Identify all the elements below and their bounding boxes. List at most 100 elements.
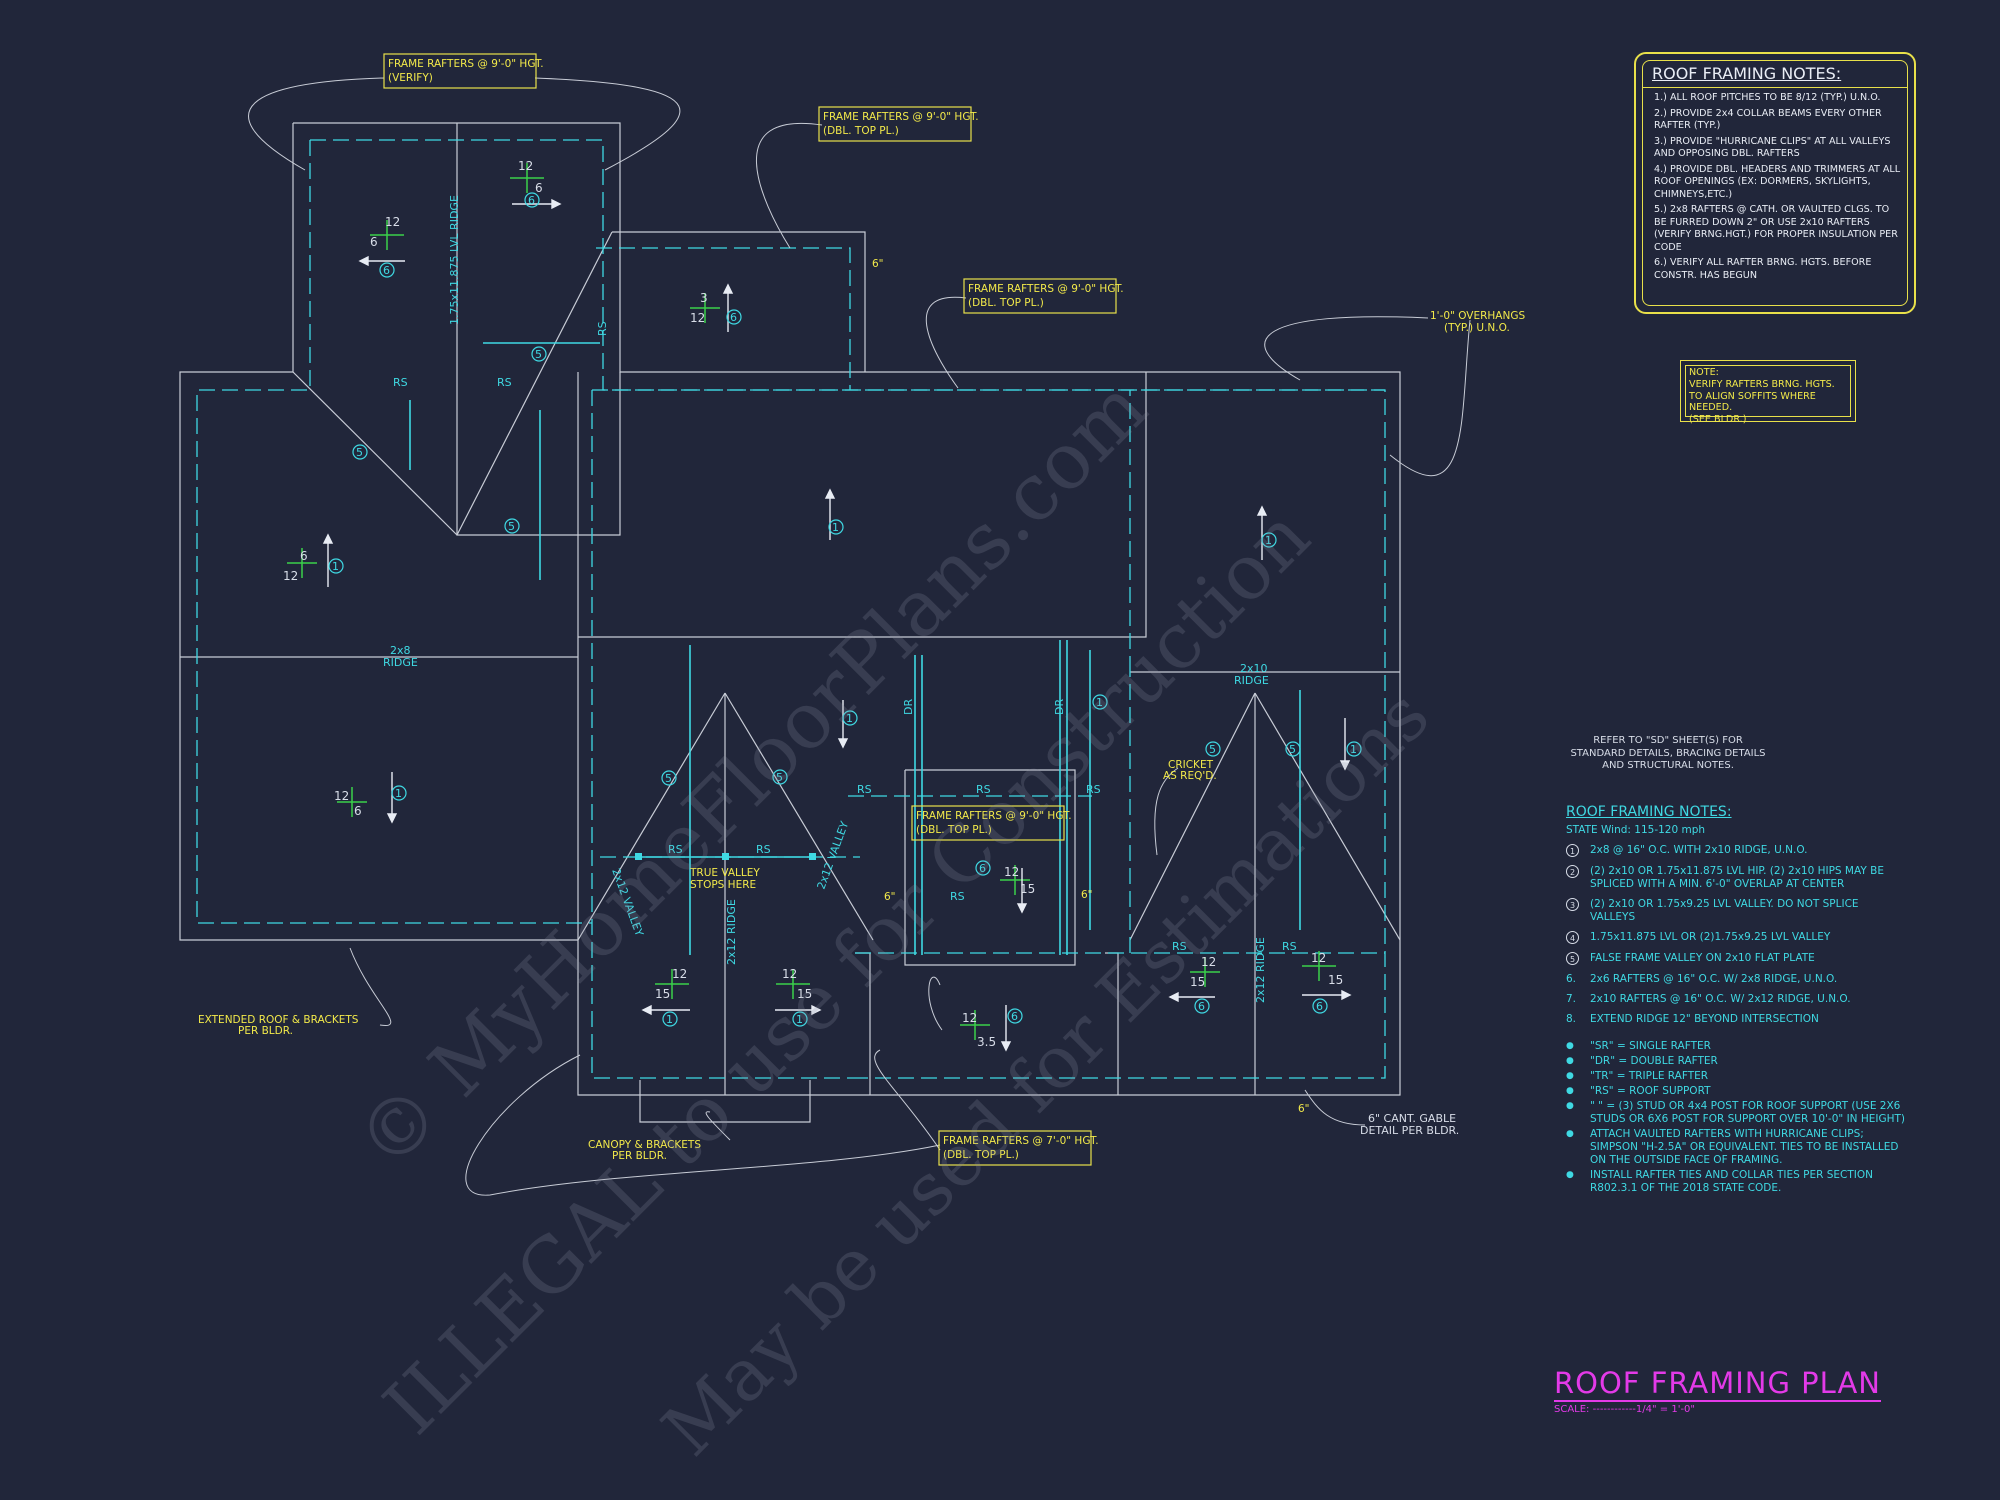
bullet-icon: ●	[1566, 1056, 1574, 1066]
svg-text:15: 15	[1190, 975, 1205, 989]
svg-text:6: 6	[383, 264, 390, 277]
note-item: 6.) VERIFY ALL RAFTER BRNG. HGTS. BEFORE…	[1654, 257, 1872, 281]
svg-text:6": 6"	[884, 891, 896, 903]
svg-text:5: 5	[776, 771, 783, 784]
svg-text:15: 15	[1328, 973, 1343, 987]
legend-item: 7. 2x10 RAFTERS @ 16" O.C. W/ 2x12 RIDGE…	[1566, 993, 1906, 1006]
svg-text:5: 5	[665, 772, 672, 785]
legend-text: (2) 2x10 OR 1.75x9.25 LVL VALLEY. DO NOT…	[1590, 898, 1859, 923]
svg-text:6: 6	[1198, 1000, 1205, 1013]
notes-inner-border	[1642, 60, 1908, 306]
legend-item: 6. 2x6 RAFTERS @ 16" O.C. W/ 2x8 RIDGE, …	[1566, 973, 1906, 986]
verify-note-text: NOTE: VERIFY RAFTERS BRNG. HGTS. TO ALIG…	[1689, 367, 1855, 426]
legend-text: 2x10 RAFTERS @ 16" O.C. W/ 2x12 RIDGE, U…	[1590, 993, 1851, 1005]
svg-text:12: 12	[690, 311, 705, 325]
legend-text: (2) 2x10 OR 1.75x11.875 LVL HIP. (2) 2x1…	[1590, 865, 1884, 890]
svg-text:12: 12	[672, 967, 687, 981]
rs-labels: RS RS RS RS RS RS RS RS RS RS RS	[393, 321, 1297, 953]
verify-note-inner-border	[1685, 365, 1851, 417]
svg-text:12: 12	[1004, 865, 1019, 879]
legend-num: 8.	[1566, 1013, 1577, 1025]
svg-text:6: 6	[730, 311, 737, 324]
refer-sd-note: REFER TO "SD" SHEET(S) FOR STANDARD DETA…	[1570, 735, 1766, 771]
legend-item: 8. EXTEND RIDGE 12" BEYOND INTERSECTION	[1566, 1013, 1906, 1026]
svg-text:RS: RS	[950, 890, 965, 903]
legend-abbreviations: ●"SR" = SINGLE RAFTER ●"DR" = DOUBLE RAF…	[1566, 1040, 1906, 1195]
legend-text: 2x6 RAFTERS @ 16" O.C. W/ 2x8 RIDGE, U.N…	[1590, 973, 1838, 985]
legend-text: 2x8 @ 16" O.C. WITH 2x10 RIDGE, U.N.O.	[1590, 844, 1808, 856]
callout-frame-7-dbl: FRAME RAFTERS @ 7'-0" HGT. (DBL. TOP PL.…	[938, 1130, 1099, 1166]
svg-text:RS: RS	[596, 321, 609, 336]
valley-points	[635, 853, 816, 860]
svg-text:6: 6	[1011, 1010, 1018, 1023]
svg-text:5: 5	[1209, 743, 1216, 756]
legend-bullet: ●"TR" = TRIPLE RAFTER	[1566, 1070, 1709, 1082]
svg-text:1: 1	[846, 712, 853, 725]
dr-labels: DR DR	[902, 699, 1066, 715]
extended-roof-note: EXTENDED ROOF & BRACKETS PER BLDR.	[198, 1014, 359, 1037]
svg-text:1: 1	[332, 560, 339, 573]
verify-note-line: TO ALIGN SOFFITS WHERE NEEDED.	[1689, 390, 1816, 414]
legend-item: 1 2x8 @ 16" O.C. WITH 2x10 RIDGE, U.N.O.	[1566, 844, 1906, 858]
legend-num: 6.	[1566, 973, 1577, 985]
svg-text:2x10: 2x10	[1240, 662, 1268, 675]
svg-text:DR: DR	[1053, 699, 1066, 715]
svg-text:FRAME RAFTERS @ 9'-0" HGT.: FRAME RAFTERS @ 9'-0" HGT.	[388, 58, 544, 70]
drawing-scale: SCALE: ------------1/4" = 1'-0"	[1554, 1404, 1696, 1415]
legend-text: EXTEND RIDGE 12" BEYOND INTERSECTION	[1590, 1013, 1819, 1025]
svg-text:RS: RS	[393, 376, 408, 389]
svg-text:15: 15	[797, 987, 812, 1001]
svg-text:1'-0" OVERHANGS: 1'-0" OVERHANGS	[1430, 310, 1525, 322]
svg-text:RS: RS	[1086, 783, 1101, 796]
verify-note-line: VERIFY RAFTERS BRNG. HGTS.	[1689, 378, 1835, 390]
bullet-icon: ●	[1566, 1101, 1574, 1111]
svg-text:6: 6	[300, 549, 308, 563]
svg-text:RS: RS	[976, 783, 991, 796]
pitch-values: 12 6 12 6 3 12 6 12 12 6 12 15 12 15 12 …	[283, 159, 1343, 1049]
cricket-note: CRICKET AS REQ'D.	[1163, 759, 1217, 782]
ridge-labels: 2x8 RIDGE 2x10 RIDGE 2x12 RIDGE 2x12 RID…	[383, 195, 1269, 1003]
svg-text:1: 1	[395, 787, 402, 800]
svg-text:1: 1	[1265, 534, 1272, 547]
svg-text:RS: RS	[756, 843, 771, 856]
notes-list: 1.) ALL ROOF PITCHES TO BE 8/12 (TYP.) U…	[1654, 92, 1904, 285]
overhangs-note: 1'-0" OVERHANGS (TYP.) U.N.O.	[1430, 310, 1525, 334]
bullet-icon: ●	[1566, 1086, 1574, 1096]
legend-title: ROOF FRAMING NOTES:	[1566, 804, 1732, 820]
title-block: ROOF FRAMING PLAN SCALE: ------------1/4…	[1554, 1366, 1914, 1415]
svg-text:RS: RS	[497, 376, 512, 389]
legend-item: 3 (2) 2x10 OR 1.75x9.25 LVL VALLEY. DO N…	[1566, 898, 1906, 924]
leader-lines	[248, 77, 1471, 1196]
bullet-icon: ●	[1566, 1041, 1574, 1051]
bullet-icon: ●	[1566, 1071, 1574, 1081]
svg-text:(DBL. TOP PL.): (DBL. TOP PL.)	[823, 125, 899, 137]
note-item: 5.) 2x8 RAFTERS @ CATH. OR VAULTED CLGS.…	[1654, 204, 1898, 253]
legend-num: 1	[1566, 844, 1590, 858]
svg-text:PER BLDR.: PER BLDR.	[238, 1025, 293, 1037]
svg-text:DETAIL PER BLDR.: DETAIL PER BLDR.	[1360, 1124, 1459, 1137]
svg-text:STOPS HERE: STOPS HERE	[690, 879, 756, 891]
svg-text:12: 12	[385, 215, 400, 229]
svg-text:PER BLDR.: PER BLDR.	[612, 1150, 667, 1162]
callout-frame-9-dbl-right: FRAME RAFTERS @ 9'-0" HGT. (DBL. TOP PL.…	[963, 278, 1124, 314]
svg-text:(TYP.) U.N.O.: (TYP.) U.N.O.	[1444, 322, 1510, 334]
section-tag-values: 6 6 6 5 5 5 1 1 1 1 1 1 5 5 5 5 1 1 1 6 …	[332, 194, 1357, 1026]
framing-members	[409, 342, 1301, 955]
svg-text:1: 1	[1096, 696, 1103, 709]
svg-text:6: 6	[528, 194, 535, 207]
svg-text:15: 15	[1020, 882, 1035, 896]
bullet-icon: ●	[1566, 1170, 1574, 1180]
six-inch-marks: 6" 6" 6" 6"	[872, 258, 1310, 1115]
svg-text:RS: RS	[1172, 940, 1187, 953]
legend-bullet: ●"RS" = ROOF SUPPORT	[1566, 1085, 1711, 1097]
callout-frame-9-dbl-center: FRAME RAFTERS @ 9'-0" HGT. (DBL. TOP PL.…	[911, 805, 1072, 841]
svg-text:6": 6"	[1298, 1103, 1310, 1115]
svg-text:6: 6	[370, 235, 378, 249]
svg-text:FRAME RAFTERS @ 9'-0" HGT.: FRAME RAFTERS @ 9'-0" HGT.	[968, 283, 1124, 295]
svg-text:(DBL. TOP PL.): (DBL. TOP PL.)	[943, 1149, 1019, 1161]
svg-text:15: 15	[655, 987, 670, 1001]
pitch-symbols	[287, 163, 1336, 1040]
svg-text:(VERIFY): (VERIFY)	[388, 72, 433, 84]
svg-text:1.75x11.875 LVL RIDGE: 1.75x11.875 LVL RIDGE	[448, 195, 461, 325]
